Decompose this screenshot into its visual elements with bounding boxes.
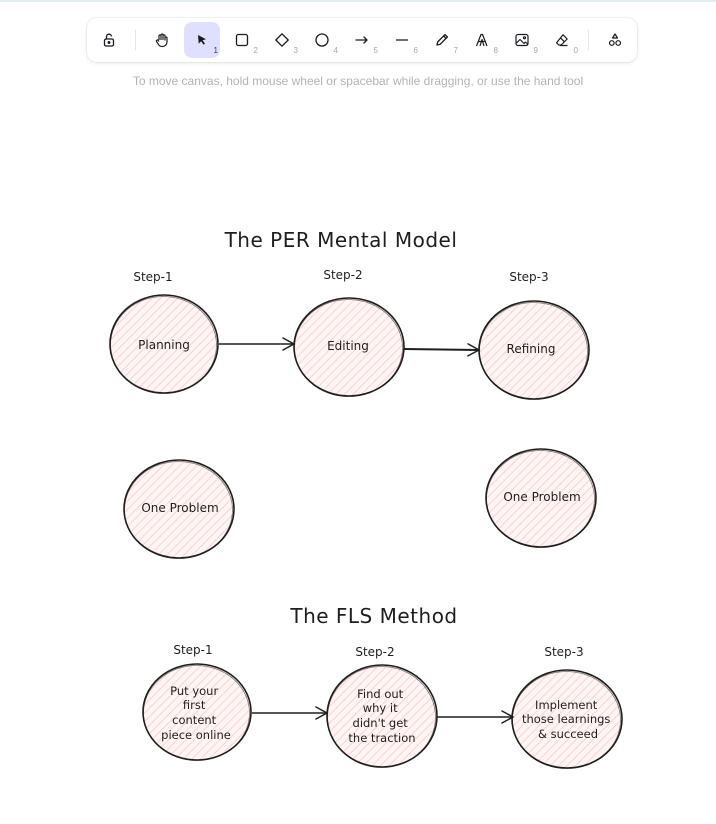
image-key: 9 xyxy=(533,46,538,55)
diagram1-arrow-2[interactable] xyxy=(403,343,481,357)
line-tool[interactable]: 6 xyxy=(384,22,420,58)
diagram2-node-step3[interactable]: Implement those learnings & succeed xyxy=(511,669,623,769)
ellipse-icon xyxy=(315,33,329,47)
image-icon xyxy=(515,33,529,47)
arrow-key: 5 xyxy=(373,46,378,55)
diamond-tool[interactable]: 3 xyxy=(264,22,300,58)
toolbar: 1 2 3 4 5 6 7 8 9 0 xyxy=(87,18,637,62)
diagram1-node-refining-text: Refining xyxy=(507,342,556,356)
diagram1-step2-label[interactable]: Step-2 xyxy=(323,268,362,282)
ellipse-key: 4 xyxy=(333,46,338,55)
hand-tool[interactable] xyxy=(144,22,180,58)
diagram2-node-step3-text: Implement those learnings & succeed xyxy=(522,698,614,741)
diagram2-step2-label[interactable]: Step-2 xyxy=(355,645,394,659)
diagram2-node-step2-text: Find out why it didn't get the traction xyxy=(348,687,415,745)
diagram2-title[interactable]: The FLS Method xyxy=(289,604,457,628)
diagram1-problem-right[interactable]: One Problem xyxy=(485,448,597,548)
top-rule xyxy=(0,0,716,2)
diagram2-step3-label[interactable]: Step-3 xyxy=(544,645,583,659)
text-icon xyxy=(475,33,488,47)
pointer-tool[interactable]: 1 xyxy=(184,22,220,58)
eraser-tool[interactable]: 0 xyxy=(544,22,580,58)
diagram2-step1-label[interactable]: Step-1 xyxy=(173,643,212,657)
text-tool[interactable]: 8 xyxy=(464,22,500,58)
diagram1-node-refining[interactable]: Refining xyxy=(478,300,590,400)
rectangle-tool[interactable]: 2 xyxy=(224,22,260,58)
arrow-tool[interactable]: 5 xyxy=(344,22,380,58)
ellipse-tool[interactable]: 4 xyxy=(304,22,340,58)
diagram2-node-step1-text: Put your first content piece online xyxy=(161,684,231,742)
toolbar-separator xyxy=(588,30,589,50)
rectangle-icon xyxy=(235,33,249,47)
eraser-key: 0 xyxy=(573,46,578,55)
diagram2-node-step1[interactable]: Put your first content piece online xyxy=(142,663,252,761)
line-icon xyxy=(395,39,409,41)
pointer-icon xyxy=(198,35,206,45)
arrow-icon xyxy=(355,36,368,44)
eraser-icon xyxy=(556,34,568,47)
diagram1-step1-label[interactable]: Step-1 xyxy=(133,270,172,284)
diagram1-step3-label[interactable]: Step-3 xyxy=(509,270,548,284)
diagram2-node-step2[interactable]: Find out why it didn't get the traction xyxy=(326,664,438,768)
canvas-hint: To move canvas, hold mouse wheel or spac… xyxy=(132,74,584,88)
diagram1-problem-right-text: One Problem xyxy=(503,490,580,504)
hand-icon xyxy=(155,33,168,48)
toolbar-separator xyxy=(135,30,136,50)
pencil-key: 7 xyxy=(453,46,458,55)
diagram1-problem-left[interactable]: One Problem xyxy=(123,459,235,559)
diamond-key: 3 xyxy=(293,46,298,55)
diagram1-node-editing-text: Editing xyxy=(327,339,369,353)
diagram1-node-planning[interactable]: Planning xyxy=(109,294,219,394)
diagram1-problem-left-text: One Problem xyxy=(141,501,218,515)
shapes-tool[interactable] xyxy=(597,22,633,58)
rectangle-key: 2 xyxy=(253,46,258,55)
diagram1-node-editing[interactable]: Editing xyxy=(293,297,405,397)
lock-icon xyxy=(103,33,115,47)
diagram1-node-planning-text: Planning xyxy=(138,338,190,352)
pointer-key: 1 xyxy=(213,46,218,55)
image-tool[interactable]: 9 xyxy=(504,22,540,58)
line-key: 6 xyxy=(413,46,418,55)
diamond-icon xyxy=(275,33,289,47)
lock-tool[interactable] xyxy=(91,22,127,58)
diagram1-title[interactable]: The PER Mental Model xyxy=(224,228,458,252)
text-key: 8 xyxy=(493,46,498,55)
shapes-icon xyxy=(608,33,622,46)
pencil-icon xyxy=(436,33,449,46)
pencil-tool[interactable]: 7 xyxy=(424,22,460,58)
